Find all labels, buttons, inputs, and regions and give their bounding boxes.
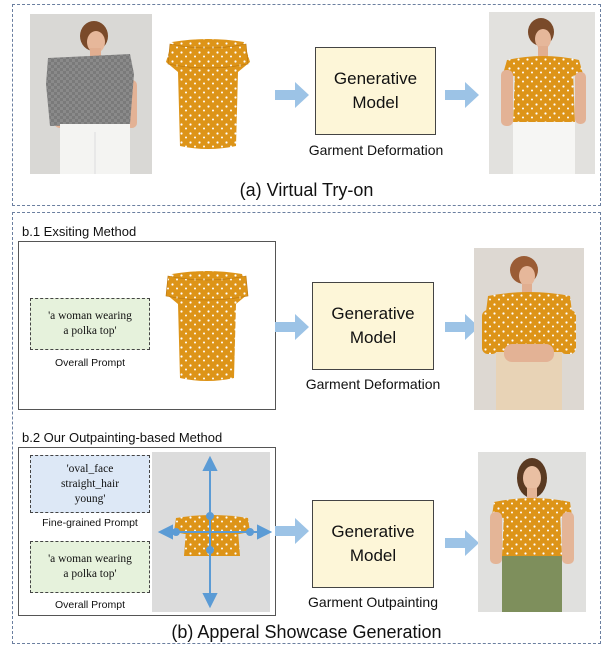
- right-arrow-icon: [275, 314, 309, 340]
- section-a-title: (a) Virtual Try-on: [239, 180, 374, 200]
- overall-prompt-box: 'a woman wearing a polka top': [30, 541, 150, 593]
- right-arrow-icon: [445, 314, 479, 340]
- overall-prompt-box: 'a woman wearing a polka top': [30, 298, 150, 350]
- garment-deformation-caption: Garment Deformation: [305, 376, 441, 392]
- four-way-arrow-icon: [157, 455, 273, 609]
- right-arrow-icon: [275, 82, 309, 108]
- b2-title: b.2 Our Outpainting-based Method: [22, 430, 223, 445]
- existing-method-result-image: [474, 248, 584, 410]
- apparel-showcase-section: [12, 212, 601, 644]
- virtual-tryon-section: [12, 4, 601, 206]
- garment-deformation-caption: Garment Deformation: [308, 142, 444, 158]
- generative-model-box: Generative Model: [312, 500, 434, 588]
- masked-person-image: [30, 14, 152, 174]
- section-b-title: (b) Apperal Showcase Generation: [171, 622, 442, 642]
- fine-grained-prompt-label: Fine-grained Prompt: [42, 517, 138, 529]
- fine-grained-prompt-box: 'oval_face straight_hair young': [30, 455, 150, 513]
- outpainting-result-image: [478, 452, 586, 612]
- right-arrow-icon: [445, 530, 479, 556]
- overall-prompt-label: Overall Prompt: [54, 599, 126, 611]
- right-arrow-icon: [445, 82, 479, 108]
- generative-model-box: Generative Model: [315, 47, 436, 135]
- b1-title: b.1 Exsiting Method: [22, 224, 137, 239]
- right-arrow-icon: [275, 518, 309, 544]
- garment-outpainting-caption: Garment Outpainting: [308, 594, 438, 610]
- garment-image: [152, 14, 264, 174]
- tryon-result-image: [489, 12, 595, 174]
- garment-image: [152, 246, 262, 406]
- generative-model-box: Generative Model: [312, 282, 434, 370]
- overall-prompt-label: Overall Prompt: [54, 357, 126, 369]
